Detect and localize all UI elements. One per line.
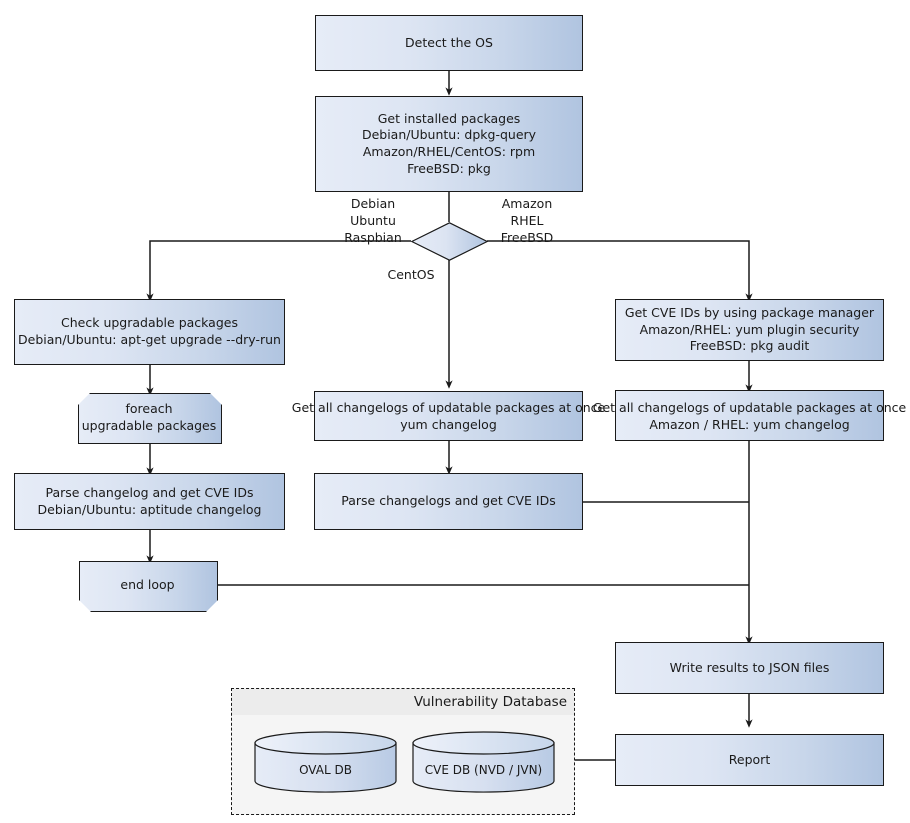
node-report-label: Report (728, 751, 771, 767)
db-oval[interactable]: OVAL DB (254, 731, 397, 793)
node-parse-changelogs-centos-label: Parse changelogs and get CVE IDs (341, 493, 556, 509)
edge-label-left-branch: Debian Ubuntu Raspbian (344, 196, 402, 245)
node-parse-changelogs-centos[interactable]: Parse changelogs and get CVE IDs (314, 473, 583, 530)
node-get-installed-packages-line3: Amazon/RHEL/CentOS: rpm (362, 144, 536, 159)
node-foreach-line2: upgradable packages (81, 417, 217, 433)
edge-label-center-branch: CentOS (387, 267, 435, 282)
node-write-results-to-json[interactable]: Write results to JSON files (615, 642, 884, 694)
node-detect-the-os[interactable]: Detect the OS (315, 15, 583, 71)
node-report[interactable]: Report (615, 734, 884, 786)
node-get-changelogs-centos-line2: yum changelog (400, 417, 497, 432)
node-get-cve-ids-line1: Get CVE IDs by using package manager (624, 305, 875, 321)
node-get-cve-ids-line3: FreeBSD: pkg audit (689, 338, 810, 354)
node-get-installed-packages-line1: Get installed packages (377, 110, 521, 126)
node-end-loop-label: end loop (120, 577, 175, 593)
node-parse-changelog-debian[interactable]: Parse changelog and get CVE IDs Debian/U… (14, 473, 285, 530)
diamond-shape (410, 222, 489, 261)
node-check-upgradable-line2: Debian/Ubuntu: apt-get upgrade --dry-run (18, 332, 281, 347)
db-oval-label: OVAL DB (299, 763, 352, 777)
end-loop-shape (79, 561, 218, 612)
db-cve-label: CVE DB (NVD / JVN) (424, 763, 543, 777)
node-get-changelogs-amazon-line2: Amazon / RHEL: yum changelog (649, 417, 850, 432)
node-parse-changelog-debian-line1: Parse changelog and get CVE IDs (45, 484, 254, 500)
node-foreach-upgradable-packages[interactable]: foreach upgradable packages (78, 393, 220, 442)
node-foreach-line1: foreach (125, 400, 173, 416)
node-end-loop[interactable]: end loop (79, 561, 216, 610)
node-get-changelogs-amazon-line1: Get all changelogs of updatable packages… (592, 400, 907, 415)
cluster-title: Vulnerability Database (232, 689, 574, 715)
node-get-changelogs-centos[interactable]: Get all changelogs of updatable packages… (292, 391, 605, 441)
node-write-results-label: Write results to JSON files (669, 659, 830, 675)
node-get-installed-packages[interactable]: Get installed packages Debian/Ubuntu: dp… (315, 96, 583, 192)
node-get-changelogs-amazon[interactable]: Get all changelogs of updatable packages… (593, 390, 906, 441)
cylinder-shape-oval (254, 731, 397, 793)
node-parse-changelog-debian-line2: Debian/Ubuntu: aptitude changelog (37, 501, 262, 517)
node-check-upgradable-line1: Check upgradable packages (61, 315, 238, 331)
cylinder-shape-cve (412, 731, 555, 793)
node-get-cve-ids-line2: Amazon/RHEL: yum plugin security (639, 321, 860, 337)
foreach-shape (78, 393, 222, 444)
node-get-installed-packages-line4: FreeBSD: pkg (407, 160, 491, 176)
edge-decision-left (146, 240, 411, 302)
node-os-decision[interactable] (410, 222, 489, 261)
node-get-changelogs-centos-line1: Get all changelogs of updatable packages… (291, 400, 606, 415)
node-detect-the-os-label: Detect the OS (405, 34, 493, 50)
node-foreach-label-group: foreach upgradable packages (78, 393, 220, 442)
cluster-vulnerability-database: Vulnerability Database OVAL DB (231, 688, 575, 815)
edge-decision-right (487, 240, 753, 302)
edge-label-right-branch: Amazon RHEL FreeBSD (500, 196, 554, 245)
node-get-installed-packages-line2: Debian/Ubuntu: dpkg-query (361, 127, 537, 143)
db-cve[interactable]: CVE DB (NVD / JVN) (412, 731, 555, 793)
node-check-upgradable-packages[interactable]: Check upgradable packages Debian/Ubuntu:… (14, 299, 285, 365)
node-get-cve-ids-package-manager[interactable]: Get CVE IDs by using package manager Ama… (615, 299, 884, 361)
